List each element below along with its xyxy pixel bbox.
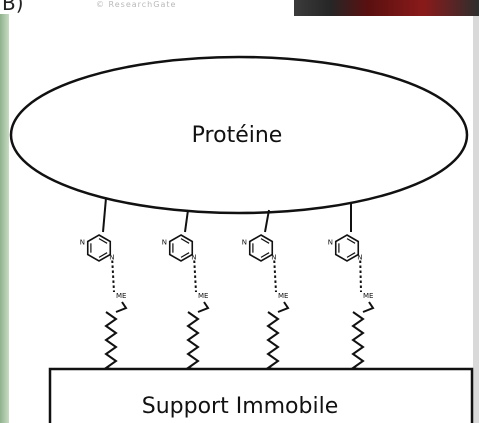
linker-unit: N N ME bbox=[80, 198, 127, 369]
chain-bend bbox=[116, 302, 126, 312]
ring-atom-label: N bbox=[191, 254, 196, 262]
ring-atom-label: N bbox=[80, 239, 85, 247]
linker-unit: N N ME bbox=[162, 210, 209, 369]
linker-group: N N ME N N ME N N ME N N ME bbox=[80, 198, 374, 369]
chain-bend bbox=[363, 302, 373, 312]
metal-label: ME bbox=[278, 292, 288, 300]
chain-bend bbox=[198, 302, 208, 312]
ring-atom-label: N bbox=[162, 239, 167, 247]
coordination-bond bbox=[194, 261, 196, 293]
protein-bond bbox=[185, 210, 188, 232]
ring-atom-label: N bbox=[271, 254, 276, 262]
ring-atom-label: N bbox=[109, 254, 114, 262]
linker-unit: N N ME bbox=[328, 202, 374, 369]
linker-unit: N N ME bbox=[242, 210, 289, 369]
alkyl-chain bbox=[353, 312, 363, 369]
metal-label: ME bbox=[363, 292, 373, 300]
alkyl-chain bbox=[106, 312, 116, 369]
coordination-bond bbox=[274, 261, 276, 293]
protein-label: Protéine bbox=[192, 123, 283, 148]
coordination-bond bbox=[360, 261, 361, 293]
ring-atom-label: N bbox=[242, 239, 247, 247]
alkyl-chain bbox=[268, 312, 278, 369]
alkyl-chain bbox=[188, 312, 198, 369]
metal-label: ME bbox=[198, 292, 208, 300]
chain-bend bbox=[278, 302, 288, 312]
protein-bond bbox=[103, 198, 106, 232]
ring-atom-label: N bbox=[328, 239, 333, 247]
metal-label: ME bbox=[116, 292, 126, 300]
support-label: Support Immobile bbox=[142, 394, 339, 419]
ring-atom-label: N bbox=[357, 254, 362, 262]
coordination-bond bbox=[112, 261, 114, 293]
